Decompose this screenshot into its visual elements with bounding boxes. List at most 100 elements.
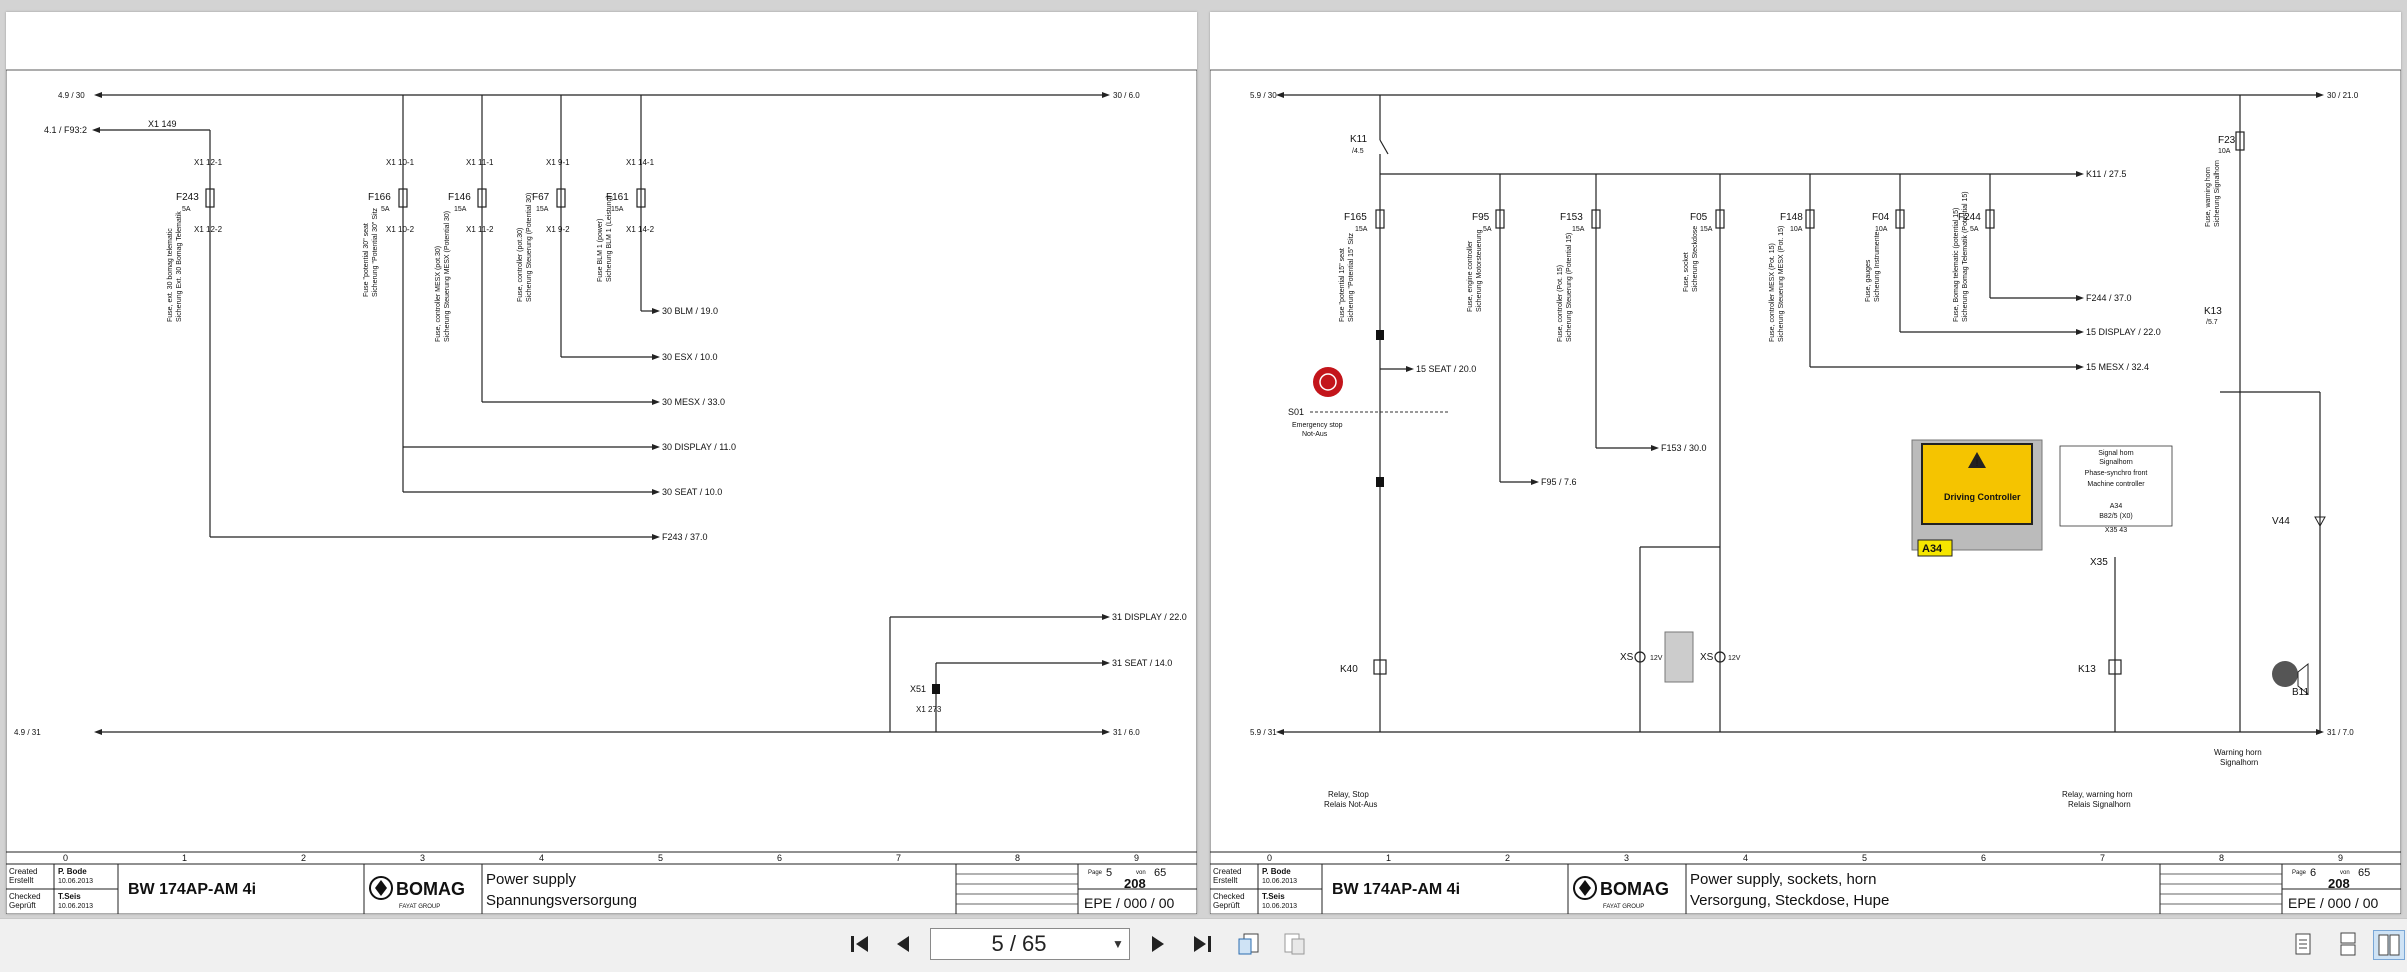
svg-text:Fuse, gauges: Fuse, gauges — [1865, 259, 1872, 302]
page-indicator: 5 / 65 — [991, 931, 1047, 956]
svg-text:Fuse, warning horn: Fuse, warning horn — [2205, 167, 2212, 227]
next-page-button[interactable] — [1143, 930, 1173, 958]
svg-text:Driving Controller: Driving Controller — [1944, 492, 2021, 502]
continuous-view-button[interactable] — [2333, 930, 2363, 958]
bomag-logo-icon — [369, 876, 393, 900]
svg-text:10.06.2013: 10.06.2013 — [1262, 878, 1297, 885]
fuse-f148: F148 10A Fuse, controller MESX (Pot. 15)… — [1769, 174, 1815, 367]
svg-text:F244: F244 — [1958, 212, 1981, 223]
svg-text:Not-Aus: Not-Aus — [1302, 431, 1328, 438]
svg-text:Fuse "potential 15" seat: Fuse "potential 15" seat — [1339, 248, 1346, 322]
last-page-icon — [1194, 936, 1211, 952]
page-number: 5 — [1106, 867, 1112, 879]
single-page-view-icon — [2295, 933, 2311, 955]
ref-right-31: 31 / 6.0 — [1113, 728, 1140, 737]
svg-text:5: 5 — [658, 853, 663, 863]
sheet-title-de: Spannungsversorgung — [486, 892, 637, 909]
svg-text:Relay, warning horn: Relay, warning horn — [2062, 790, 2133, 799]
out-30-display: 30 DISPLAY / 11.0 — [662, 442, 736, 452]
svg-text:X1 11-1: X1 11-1 — [466, 158, 494, 167]
svg-text:X1 9-1: X1 9-1 — [546, 158, 570, 167]
svg-text:0: 0 — [63, 853, 68, 863]
machine-model: BW 174AP-AM 4i — [1332, 881, 1460, 898]
svg-text:F243: F243 — [176, 192, 199, 203]
svg-text:X1 10-1: X1 10-1 — [386, 158, 415, 167]
svg-text:Fuse, controller (Pot. 15): Fuse, controller (Pot. 15) — [1557, 265, 1564, 342]
ref-left-30: 4.9 / 30 — [58, 91, 85, 100]
page-selector[interactable]: 5 / 65 ▼ — [930, 928, 1130, 960]
svg-text:1: 1 — [1386, 853, 1391, 863]
svg-text:5: 5 — [1862, 853, 1867, 863]
sheet-border — [1210, 69, 2401, 914]
svg-text:6: 6 — [777, 853, 782, 863]
svg-text:3: 3 — [1624, 853, 1629, 863]
svg-text:Sicherung Signalhorn: Sicherung Signalhorn — [2214, 160, 2221, 227]
svg-text:von: von — [2340, 870, 2350, 876]
svg-text:Geprüft: Geprüft — [1213, 901, 1240, 910]
ref-left-31: 4.9 / 31 — [14, 728, 41, 737]
svg-text:10A: 10A — [1790, 226, 1803, 233]
epe-code: EPE / 000 / 00 — [2288, 895, 2378, 911]
svg-text:P. Bode: P. Bode — [58, 867, 87, 876]
svg-text:F04: F04 — [1872, 212, 1890, 223]
ref-f93: 4.1 / F93:2 — [44, 125, 87, 135]
svg-text:4: 4 — [1743, 853, 1748, 863]
svg-text:Phase-synchro front: Phase-synchro front — [2085, 470, 2148, 477]
label-x1-273: X1 273 — [916, 705, 942, 714]
rotate-left-button[interactable] — [1234, 930, 1264, 958]
svg-text:5A: 5A — [381, 206, 390, 213]
fuse-f244: F244 5A Fuse, Bomag telematic (potential… — [1953, 174, 1995, 322]
svg-text:Page: Page — [2292, 870, 2307, 876]
label-k11: K11 — [1350, 134, 1367, 145]
horn-photo-icon — [2272, 661, 2298, 687]
out-30-esx: 30 ESX / 10.0 — [662, 352, 718, 362]
first-page-icon — [851, 936, 868, 952]
svg-text:Sicherung Steuerung (Potential: Sicherung Steuerung (Potential 15) — [1566, 233, 1573, 342]
sheet-border — [6, 69, 1197, 914]
fuse-f166: X1 10-1 F166 5A X1 10-2 Fuse "potential … — [363, 95, 415, 492]
svg-text:X1 12-1: X1 12-1 — [194, 158, 223, 167]
rotate-left-icon — [1238, 933, 1259, 955]
two-page-view-button[interactable] — [2373, 930, 2405, 960]
svg-text:B82/5 (X0): B82/5 (X0) — [2099, 513, 2132, 520]
svg-text:X1 12-2: X1 12-2 — [194, 225, 223, 234]
last-page-button[interactable] — [1187, 930, 1217, 958]
page-total: 65 — [1154, 867, 1166, 879]
svg-text:1: 1 — [182, 853, 187, 863]
single-page-view-button[interactable] — [2288, 930, 2318, 958]
out-f244: F244 / 37.0 — [2086, 293, 2132, 303]
svg-text:Warning horn: Warning horn — [2214, 748, 2262, 757]
out-15-seat: 15 SEAT / 20.0 — [1416, 364, 1476, 374]
svg-text:Checked: Checked — [1213, 892, 1245, 901]
svg-text:4: 4 — [539, 853, 544, 863]
previous-page-button[interactable] — [888, 930, 918, 958]
ref-left-30: 5.9 / 30 — [1250, 91, 1277, 100]
schematic-drawing-right: 5.9 / 30 30 / 21.0 K11 /4.5 K11 / 27.5 F… — [1210, 69, 2401, 914]
svg-text:Sicherung Steuerung (Potential: Sicherung Steuerung (Potential 30) — [526, 193, 533, 302]
first-page-button[interactable] — [845, 930, 875, 958]
ref-right-30: 30 / 6.0 — [1113, 91, 1140, 100]
svg-text:10A: 10A — [2218, 148, 2231, 155]
svg-text:Sicherung Steuerung MESX (Pot.: Sicherung Steuerung MESX (Pot. 15) — [1778, 226, 1785, 342]
label-x51: X51 — [910, 684, 926, 694]
page-total: 65 — [2358, 867, 2370, 879]
svg-text:Relais Signalhorn: Relais Signalhorn — [2068, 800, 2131, 809]
label-f23: F23 — [2218, 135, 2236, 146]
svg-text:10.06.2013: 10.06.2013 — [1262, 903, 1297, 910]
svg-text:/5.7: /5.7 — [2206, 319, 2218, 326]
svg-text:A34: A34 — [2110, 503, 2123, 510]
svg-text:F165: F165 — [1344, 212, 1367, 223]
label-b11: B11 — [2292, 687, 2309, 698]
svg-text:Relay, Stop: Relay, Stop — [1328, 790, 1369, 799]
label-v44: V44 — [2272, 516, 2290, 527]
schematic-page-6: 5.9 / 30 30 / 21.0 K11 /4.5 K11 / 27.5 F… — [1210, 12, 2401, 914]
svg-text:Signalhorn: Signalhorn — [2099, 459, 2133, 466]
svg-text:X1 9-2: X1 9-2 — [546, 225, 570, 234]
svg-text:Sicherung "Potential 15" Sitz: Sicherung "Potential 15" Sitz — [1348, 232, 1355, 322]
svg-text:FAYAT GROUP: FAYAT GROUP — [399, 904, 440, 910]
ref-right-31: 31 / 7.0 — [2327, 728, 2354, 737]
svg-text:6: 6 — [1981, 853, 1986, 863]
svg-text:T.Seis: T.Seis — [58, 892, 81, 901]
svg-text:15A: 15A — [536, 206, 549, 213]
rotate-right-button[interactable] — [1280, 930, 1310, 958]
